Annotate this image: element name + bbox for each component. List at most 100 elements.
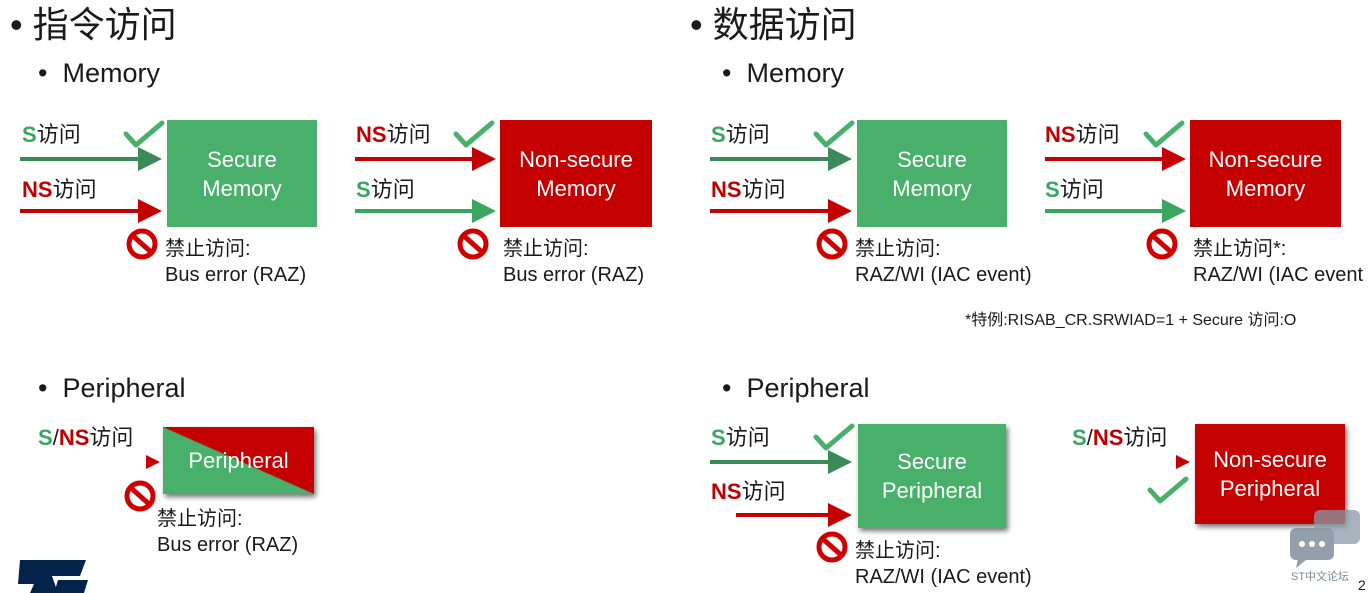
s-access-label: S访问 [711, 122, 770, 148]
deny-line1: 禁止访问*: [1193, 238, 1287, 260]
box-line1: Secure [897, 449, 967, 474]
box-line1: Non-secure [1208, 146, 1323, 172]
s-text: S [1045, 177, 1060, 202]
access-text: 访问 [370, 177, 415, 202]
heading-text: 指令访问 [32, 4, 177, 45]
ns-access-label: NS访问 [22, 177, 97, 203]
s-text: S [711, 122, 726, 147]
access-text: 访问 [52, 177, 97, 202]
access-text: 访问 [741, 479, 786, 504]
box-line2: Peripheral [881, 478, 983, 503]
subheading-text: Peripheral [62, 373, 186, 403]
ns-text: NS [1092, 425, 1124, 450]
deny-message: 禁止访问: Bus error (RAZ) [503, 236, 644, 288]
ns-text: NS [711, 479, 742, 504]
bullet-icon: • [38, 58, 48, 88]
ns-text: NS [58, 425, 90, 450]
access-text: 访问 [386, 122, 431, 147]
peripheral-box: Peripheral [163, 427, 314, 494]
bullet-icon: • [722, 58, 732, 88]
check-icon [1147, 476, 1189, 504]
box-line1: Secure [897, 146, 967, 172]
ns-access-label: NS访问 [711, 177, 786, 203]
s-text: S [1072, 425, 1087, 450]
deny-line1: 禁止访问: [503, 238, 589, 260]
subheading-memory-right: • Memory [722, 58, 844, 88]
s-text: S [22, 122, 37, 147]
box-line1: Non-secure [519, 146, 633, 172]
s-access-label: S访问 [1045, 177, 1104, 203]
access-text: 访问 [741, 177, 786, 202]
deny-line1: 禁止访问: [157, 508, 243, 530]
deny-message: 禁止访问:RAZ/WI (IAC event) [855, 236, 1032, 288]
bullet-icon: • [690, 4, 703, 45]
deny-line2: RAZ/WI (IAC event) [855, 566, 1032, 588]
access-text: 访问 [1123, 425, 1168, 450]
heading-instruction-access: • 指令访问 [10, 5, 177, 45]
s-access-label: S访问 [711, 425, 770, 451]
subheading-text: Peripheral [746, 373, 870, 403]
check-icon [813, 120, 855, 148]
deny-message: 禁止访问: Bus error (RAZ) [157, 506, 298, 558]
box-line2: Peripheral [1219, 476, 1321, 501]
deny-line1: 禁止访问: [165, 238, 251, 260]
ns-access-label: NS访问 [1045, 122, 1120, 148]
ns-access-label: NS访问 [711, 479, 786, 505]
box-line2: Memory [892, 175, 972, 201]
forbidden-icon [816, 531, 848, 563]
s-text: S [356, 177, 371, 202]
chat-bubble-icon [1290, 510, 1360, 568]
forbidden-icon [816, 228, 848, 260]
subheading-text: Memory [62, 58, 160, 88]
deny-message: 禁止访问*: RAZ/WI (IAC event [1193, 236, 1369, 288]
forbidden-icon [457, 228, 489, 260]
access-text: 访问 [36, 122, 81, 147]
s-access-label: S访问 [22, 122, 81, 148]
access-text: 访问 [1059, 177, 1104, 202]
deny-line1: 禁止访问: [855, 238, 941, 260]
ns-text: NS [1045, 122, 1076, 147]
deny-message: 禁止访问: RAZ/WI (IAC event) [855, 538, 1032, 590]
ns-text: NS [711, 177, 742, 202]
access-text: 访问 [89, 425, 134, 450]
forum-watermark-label: ST中文论坛 [1291, 571, 1350, 583]
s-text: S [711, 425, 726, 450]
deny-line2: Bus error (RAZ) [157, 534, 299, 556]
check-icon [453, 120, 495, 148]
forbidden-icon [124, 480, 156, 512]
box-line2: Memory [202, 175, 282, 201]
check-icon [1143, 120, 1185, 148]
box-label: Peripheral [188, 448, 289, 473]
box-line2: Memory [1225, 175, 1306, 201]
access-text: 访问 [725, 425, 770, 450]
s-access-label: S访问 [356, 177, 415, 203]
subheading-text: Memory [746, 58, 844, 88]
deny-line1: 禁止访问: [855, 540, 941, 562]
bullet-icon: • [38, 373, 48, 403]
forbidden-icon [1146, 228, 1178, 260]
bullet-icon: • [722, 373, 732, 403]
bullet-icon: • [10, 4, 23, 45]
deny-line2: Bus error (RAZ) [503, 264, 645, 286]
subheading-peripheral-left: • Peripheral [38, 373, 186, 403]
exception-note: *特例:RISAB_CR.SRWIAD=1 + Secure 访问:O [965, 312, 1297, 329]
deny-line2: RAZ/WI (IAC event [1193, 264, 1364, 286]
access-text: 访问 [1075, 122, 1120, 147]
heading-text: 数据访问 [712, 4, 857, 45]
s-ns-access-label: S/NS访问 [38, 425, 133, 451]
heading-data-access: • 数据访问 [690, 5, 857, 45]
deny-message: 禁止访问:Bus error (RAZ) [165, 236, 306, 288]
access-text: 访问 [725, 122, 770, 147]
ns-text: NS [22, 177, 53, 202]
slash-text: / [52, 425, 59, 450]
s-text: S [38, 425, 53, 450]
check-icon [123, 120, 165, 148]
page-number: 2 [1358, 577, 1366, 593]
